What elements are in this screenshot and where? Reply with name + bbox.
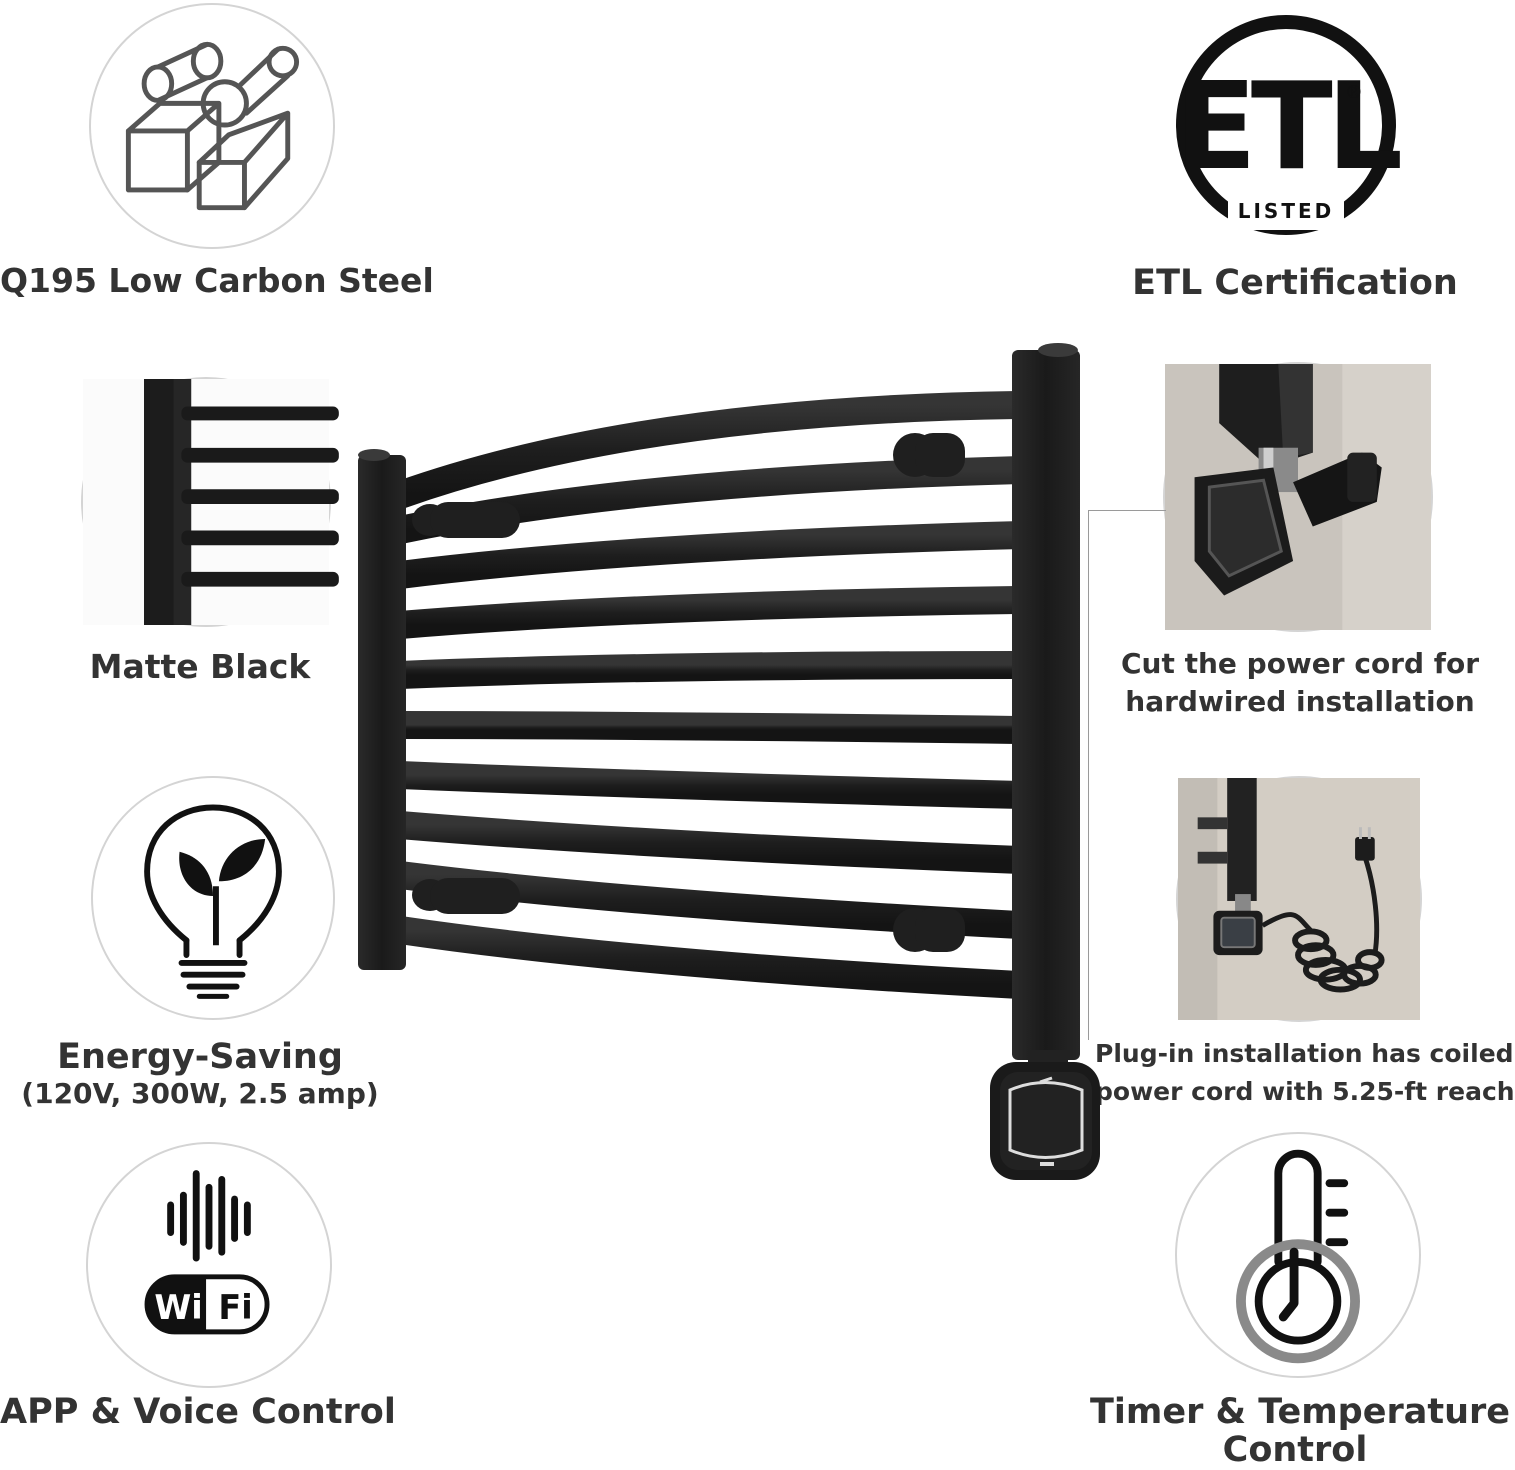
plugin-label-line1: Plug-in installation has coiled xyxy=(1095,1039,1514,1068)
hardwired-label-line2: hardwired installation xyxy=(1125,685,1475,718)
listed-text: LISTED xyxy=(1238,199,1335,223)
thermometer-clock-icon xyxy=(1236,1149,1360,1364)
leaf-bulb-icon xyxy=(144,804,282,999)
steel-bars-icon xyxy=(125,41,300,211)
plugin-label-line2: power cord with 5.25-ft reach xyxy=(1095,1077,1515,1106)
etl-logo-text: ETL xyxy=(1175,58,1401,197)
timer-icon-circle xyxy=(1175,1132,1421,1378)
callout-line-vertical xyxy=(1088,510,1089,1040)
wifi-voice-icon: Wi Fi xyxy=(144,1170,270,1335)
towel-warmer-product-image xyxy=(340,330,1120,1190)
coiled-cord-photo xyxy=(1178,778,1420,1020)
matte-black-photo-circle xyxy=(81,377,339,627)
registered-mark: ® xyxy=(1345,82,1363,103)
heater-plug-closeup-photo xyxy=(1165,364,1431,630)
energy-label: Energy-Saving xyxy=(57,1037,343,1077)
material-label: Q195 Low Carbon Steel xyxy=(0,261,434,300)
energy-icon-circle xyxy=(91,776,335,1020)
timer-label-line2: Control xyxy=(1222,1430,1368,1470)
certification-label: ETL Certification xyxy=(1132,263,1458,303)
rail-closeup-photo xyxy=(83,379,339,625)
finish-label: Matte Black xyxy=(89,647,311,686)
energy-sublabel: (120V, 300W, 2.5 amp) xyxy=(21,1077,379,1110)
wifi-text-part2: Fi xyxy=(218,1288,252,1327)
callout-line-horizontal xyxy=(1088,510,1166,511)
etl-logo: ETL ® LISTED xyxy=(1166,15,1407,240)
app-icon-circle: Wi Fi xyxy=(86,1142,332,1388)
plugin-photo-circle xyxy=(1176,776,1422,1022)
wifi-text-part1: Wi xyxy=(154,1288,202,1327)
hardwired-label-line1: Cut the power cord for xyxy=(1120,647,1480,680)
app-label: APP & Voice Control xyxy=(0,1392,396,1432)
hardwired-photo-circle xyxy=(1163,362,1433,632)
steel-icon-circle xyxy=(89,3,335,249)
timer-label-line1: Timer & Temperature xyxy=(1090,1392,1510,1432)
